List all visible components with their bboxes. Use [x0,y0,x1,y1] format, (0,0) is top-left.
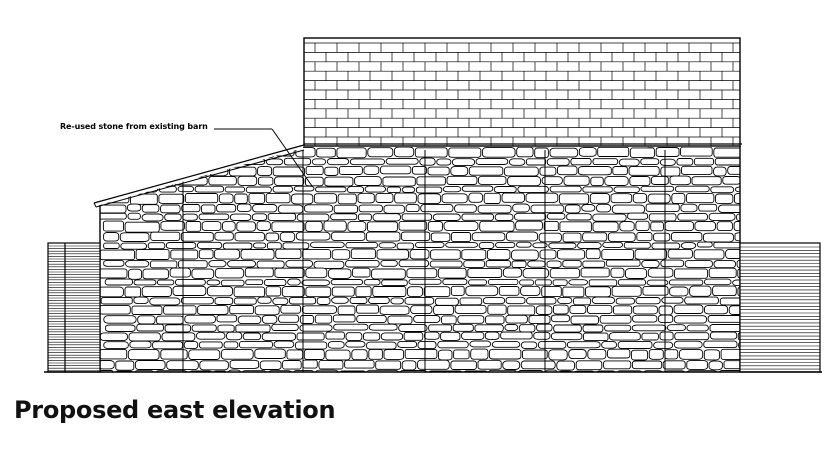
upper-brick-panel [303,37,741,147]
stone-wall [99,146,741,372]
lean-to-roof [93,143,742,208]
page-title: Proposed east elevation [14,396,336,424]
annotation-leader [214,128,313,187]
elevation-drawing [44,37,822,373]
stone-annotation-label: Re-used stone from existing barn [60,122,208,131]
right-timber-fence [739,242,821,373]
left-timber-fence [47,242,101,373]
